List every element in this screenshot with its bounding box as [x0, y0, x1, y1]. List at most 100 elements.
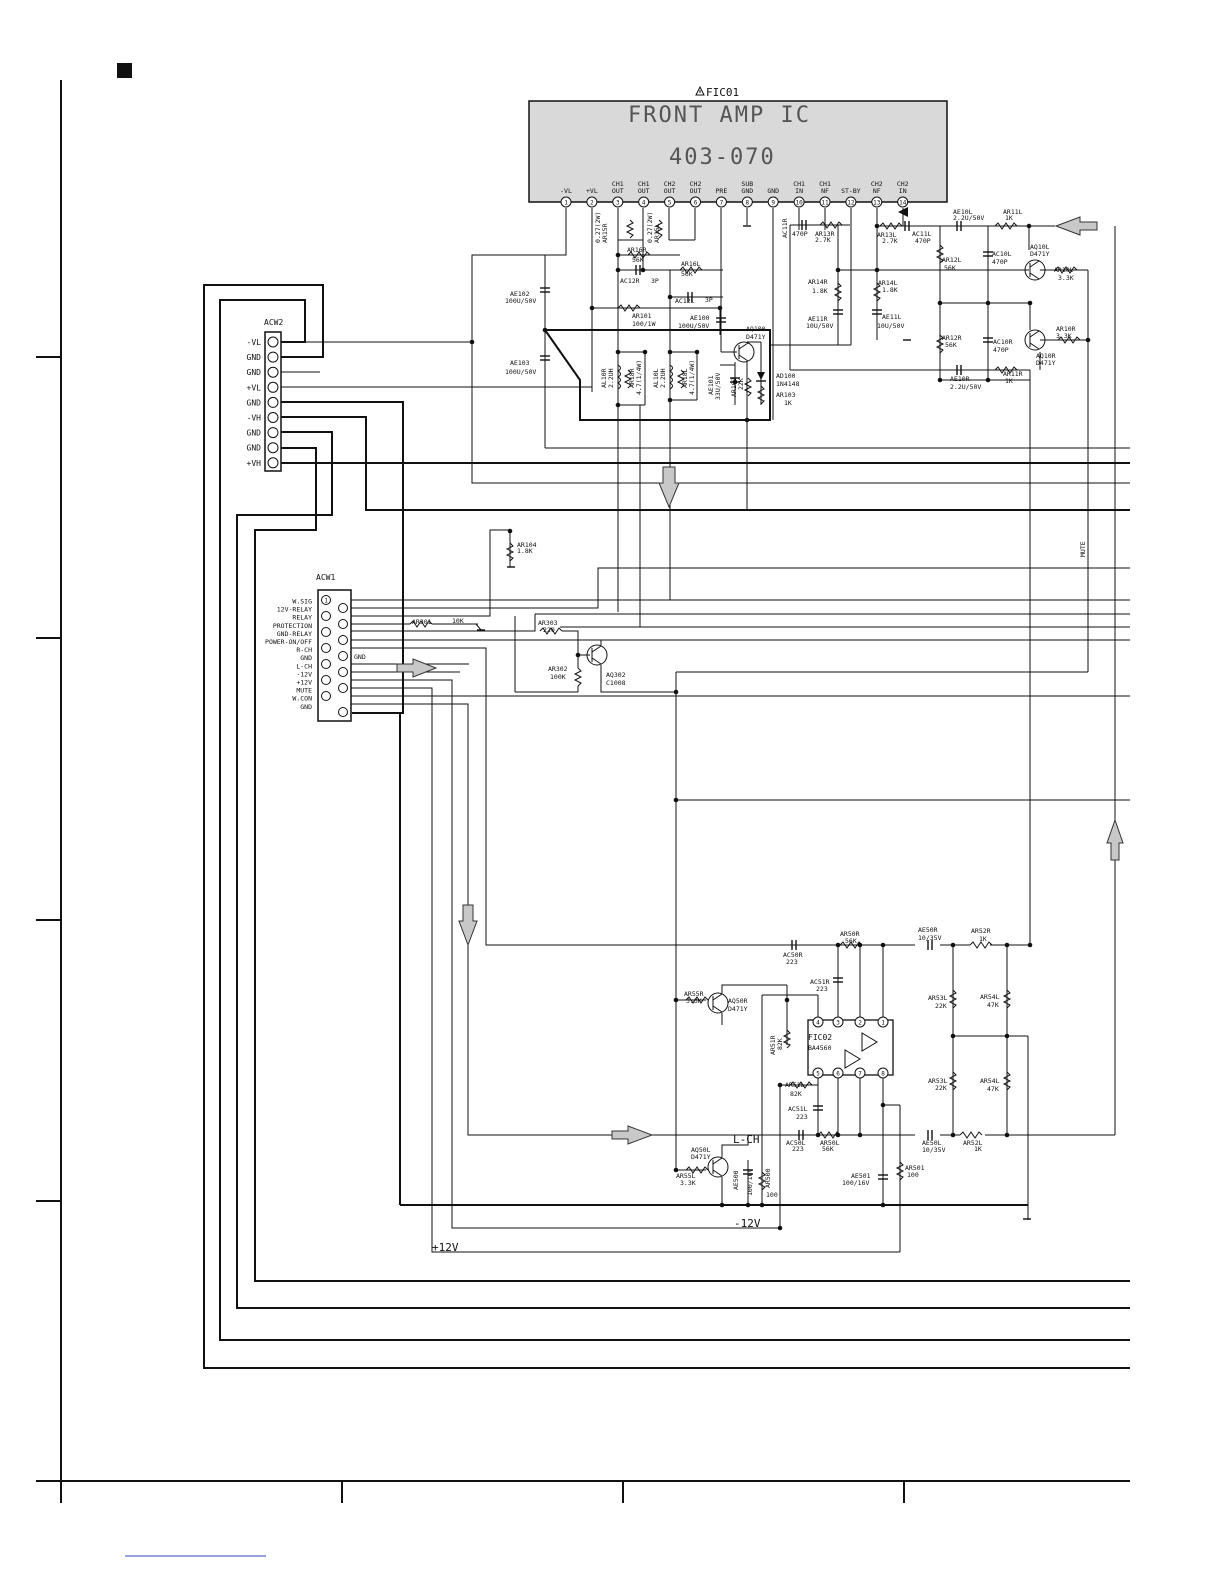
fic02-pin-number: 6	[836, 1071, 840, 1078]
label-ar18r-ref: AR18R	[628, 368, 636, 388]
acw1-pin-label: -12V	[296, 670, 312, 678]
label-ac10l-ref: AC10L	[992, 250, 1012, 258]
label-ar101-val: 100/1W	[632, 320, 656, 328]
fic01-pin-number: 7	[720, 200, 724, 207]
acw2-pin-label: -VL	[247, 338, 262, 347]
label-ar16l-ref: AR16L	[681, 260, 701, 268]
label-ar15r-a: 0.27(2W)	[594, 212, 602, 243]
label-ac10l-val: 470P	[992, 258, 1008, 266]
fic01-pin-circle	[845, 196, 857, 208]
label-ar52r-ref: AR52R	[971, 927, 991, 935]
label-al10r-val: 2.2UH	[607, 368, 615, 388]
label-ar55r-val: 3.3K	[686, 997, 702, 1005]
fic01-pin-name: CH2	[664, 180, 676, 188]
acw2-pin-circle	[267, 351, 279, 363]
lch-net-label: L-CH	[733, 1133, 760, 1146]
label-ar54l2-ref: AR54L	[980, 1077, 1000, 1085]
label-ar13r-val: 2.7K	[815, 236, 831, 244]
acw1-pin-circle	[338, 683, 348, 693]
acw1-pin-circle	[321, 691, 331, 701]
label-ae100-val: 100U/50V	[678, 322, 709, 330]
label-ac12l-val: 3P	[705, 296, 713, 304]
label-ae10l-val: 2.2U/50V	[953, 214, 984, 222]
label-aq100-ref: AQ100	[746, 325, 766, 333]
label-ae50l-val: 10/35V	[922, 1146, 946, 1154]
label-aq100-val: D471Y	[746, 333, 766, 341]
fic01-title: FRONT AMP IC	[628, 103, 811, 128]
acw2-pin-label: +VL	[247, 383, 262, 392]
label-aq50l-val: D471Y	[691, 1153, 711, 1161]
label-ae101-val: 33U/50V	[714, 373, 722, 400]
fic02-pin-circle	[877, 1067, 889, 1079]
label-al10l-val: 2.2UH	[659, 368, 667, 388]
label-ae500-val: 100/16V	[746, 1169, 754, 1196]
label-ar52r-val: 1K	[979, 935, 987, 943]
fic01-pin-circle	[819, 196, 831, 208]
label-aq50r-val: D471Y	[728, 1005, 748, 1013]
label-aq10l-ref: AQ10L	[1030, 243, 1050, 251]
fic01-pin-circle	[897, 196, 909, 208]
acw1-pin-label: PROTECTION	[273, 622, 312, 630]
label-ar12r-val: 56K	[945, 341, 957, 349]
acw1-pin-circle	[338, 603, 348, 613]
acw2-pin-circle	[267, 381, 279, 393]
label-ar54l-val: 47K	[987, 1001, 999, 1009]
label-ar16r-val: 56K	[632, 256, 644, 264]
acw2-pin-label: GND	[247, 368, 262, 377]
label-ar10r-val: 3.3K	[1056, 332, 1072, 340]
label-ae50l-ref: AE50L	[922, 1139, 942, 1147]
fic02-body	[807, 1019, 894, 1076]
fic01-pin-number: 4	[642, 200, 646, 207]
label-aq50l-ref: AQ50L	[691, 1146, 711, 1154]
label-al10l-ref: AL10L	[652, 368, 660, 388]
fic01-pin-name: CH2	[897, 180, 909, 188]
label-ar104-ref: AR104	[517, 541, 537, 549]
label-ar102-val: 22K	[737, 378, 745, 390]
fic01-pin-circle	[690, 196, 701, 208]
label-aq10l-val: D471Y	[1030, 250, 1050, 258]
acw2-pin-label: GND	[247, 444, 262, 453]
top-component-labels: 0.27(2W) AR15R 0.27(2W) AR15L AR16R 56K …	[505, 208, 1076, 407]
down-arrow-icon	[658, 466, 680, 509]
label-ar51r-val: 82K	[776, 1038, 784, 1050]
fic01-pin-number: 8	[745, 200, 749, 207]
acw1-connector: ACW1 W.SIG12V-RELAYRELAYPROTECTIONGND-RE…	[265, 528, 1130, 1253]
fic01-pin-name: CH1	[793, 180, 805, 188]
fic01-pin-circle	[741, 196, 753, 208]
label-ar11l-val: 1K	[1005, 214, 1013, 222]
label-ar102-ref: AR102	[730, 377, 738, 397]
label-ae11l-val: 10U/50V	[877, 322, 904, 330]
label-ar12r-ref: AR12R	[942, 334, 962, 342]
fic02-pin-number: 1	[881, 1020, 885, 1027]
label-ae501-val: 100/16V	[842, 1179, 869, 1187]
fic02-pin-circle	[812, 1016, 824, 1028]
label-ar52l-val: 1K	[974, 1145, 982, 1153]
fic01-pin-name: OUT	[664, 187, 676, 195]
acw2-pin-circle	[267, 336, 279, 348]
label-ar301-ref: AR301	[412, 618, 432, 626]
label-ar18l-ref: AR18L	[681, 368, 689, 388]
label-ar501-ref: AR501	[905, 1164, 925, 1172]
fic01-pin-circle	[612, 196, 624, 208]
acw1-pin-label: GND	[300, 703, 312, 711]
acw2-pin-circle	[267, 412, 279, 423]
label-ar53l-val: 22K	[935, 1002, 947, 1010]
label-ar11l-ref: AR11L	[1003, 208, 1023, 216]
label-ae50r-ref: AE50R	[918, 926, 938, 934]
label-ac51r-ref: AC51R	[810, 978, 830, 986]
fic02-pin-number: 2	[858, 1020, 862, 1027]
acw2-pin-label: -VH	[247, 414, 262, 423]
acw1-pin-circle	[321, 595, 331, 605]
label-ae11l-ref: AE11L	[882, 313, 902, 321]
label-ae10r-ref: AE10R	[950, 375, 970, 383]
label-ae500-ref: AE500	[732, 1170, 740, 1190]
fic02-pin-number: 7	[858, 1071, 862, 1078]
label-ae102-val: 100U/50V	[505, 297, 536, 305]
label-ar55r-ref: AR55R	[684, 990, 704, 998]
label-ac50r-val: 223	[786, 958, 798, 966]
fic01-block: FIC01 FRONT AMP IC 403-070 -VL1+VL2CH1OU…	[528, 85, 948, 208]
